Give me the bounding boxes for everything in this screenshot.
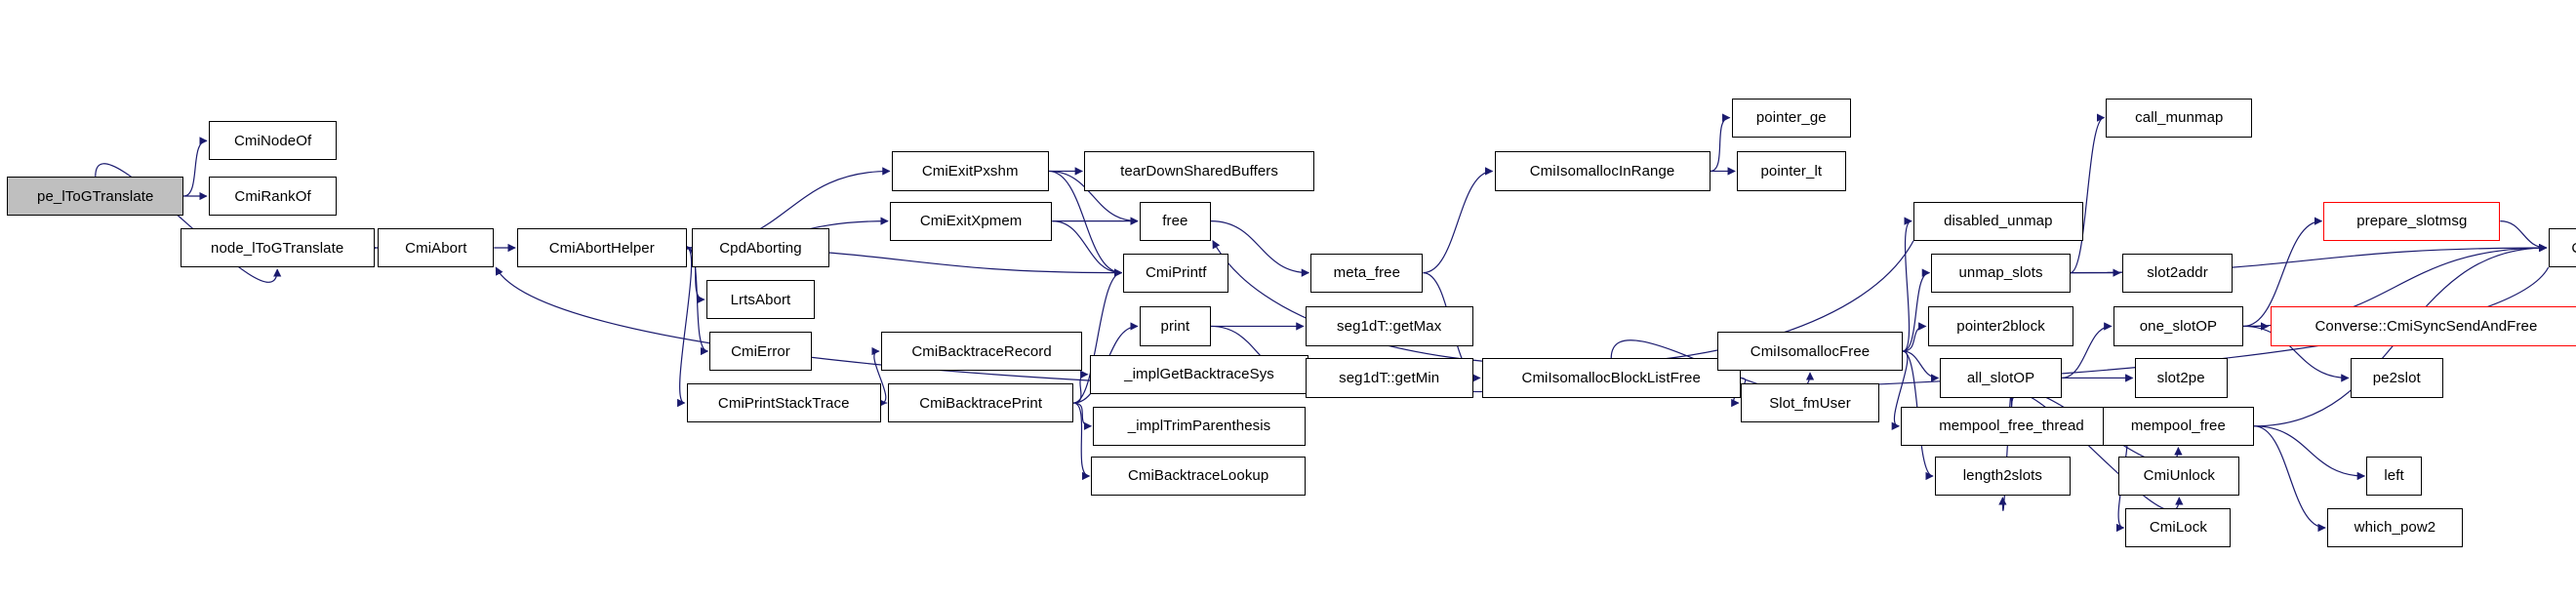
graph-edge <box>2254 425 2326 533</box>
graph-node-cmirankof[interactable]: CmiRankOf <box>208 176 338 217</box>
graph-node-disabled-unmap[interactable]: disabled_unmap <box>1913 201 2083 241</box>
graph-node-meta-free[interactable]: meta_free <box>1310 253 1424 293</box>
graph-node-prepare-slotmsg[interactable]: prepare_slotmsg <box>2323 201 2501 241</box>
graph-edge <box>1902 268 1931 352</box>
graph-node-pe-ltogtranslate[interactable]: pe_lToGTranslate <box>7 176 184 217</box>
graph-node-cmiunlock[interactable]: CmiUnlock <box>2118 456 2240 497</box>
graph-node-cmiisomallocfree[interactable]: CmiIsomallocFree <box>1716 331 1904 372</box>
graph-node-mempool-free[interactable]: mempool_free <box>2102 406 2255 446</box>
graph-node-cpdaborting[interactable]: CpdAborting <box>692 227 829 268</box>
graph-node-cmibacktracelookup[interactable]: CmiBacktraceLookup <box>1091 456 1306 497</box>
graph-edge <box>1710 113 1731 173</box>
graph-edge <box>1423 167 1494 274</box>
graph-node-slot2pe[interactable]: slot2pe <box>2134 358 2228 398</box>
graph-node-mempool-free-thread[interactable]: mempool_free_thread <box>1901 406 2122 446</box>
graph-node-length2slots[interactable]: length2slots <box>1934 456 2071 497</box>
graph-node-left[interactable]: left <box>2366 456 2422 497</box>
graph-node-cmiexitpxshm[interactable]: CmiExitPxshm <box>891 151 1049 191</box>
graph-edge <box>1052 220 1123 277</box>
graph-edge <box>183 137 208 197</box>
graph-node-cmierror[interactable]: CmiError <box>709 331 812 372</box>
graph-edge <box>1073 402 1091 481</box>
graph-node-all-slotop[interactable]: all_slotOP <box>1940 358 2062 398</box>
graph-node-slot-fmuser[interactable]: Slot_fmUser <box>1740 382 1880 423</box>
graph-node-cmiaborthelper[interactable]: CmiAbortHelper <box>517 227 687 268</box>
graph-node-cmilock[interactable]: CmiLock <box>2125 507 2232 548</box>
graph-node-pointer2block[interactable]: pointer2block <box>1927 306 2074 346</box>
graph-edge <box>1073 402 1093 430</box>
graph-node-cmiprintstacktrace[interactable]: CmiPrintStackTrace <box>686 382 881 423</box>
graph-node-cmibacktracerecord[interactable]: CmiBacktraceRecord <box>880 331 1083 372</box>
graph-node--impltrimparenthesis[interactable]: _implTrimParenthesis <box>1093 406 1306 446</box>
graph-node-slot2addr[interactable]: slot2addr <box>2121 253 2234 293</box>
graph-node-free[interactable]: free <box>1139 201 1211 241</box>
graph-edge <box>1073 370 1089 404</box>
graph-node-pointer-ge[interactable]: pointer_ge <box>1731 98 1852 138</box>
graph-node-cmiisomallocblocklistfree[interactable]: CmiIsomallocBlockListFree <box>1481 358 1741 398</box>
graph-node-lrtsabort[interactable]: LrtsAbort <box>705 279 816 320</box>
graph-node-unmap-slots[interactable]: unmap_slots <box>1931 253 2071 293</box>
graph-node-node-ltogtranslate[interactable]: node_lToGTranslate <box>180 227 375 268</box>
graph-node-converse-cmisyncsendandfree[interactable]: Converse::CmiSyncSendAndFree <box>2270 306 2576 346</box>
graph-node-cmibacktraceprint[interactable]: CmiBacktracePrint <box>888 382 1074 423</box>
graph-node-cminodeof[interactable]: CmiNodeOf <box>208 121 338 161</box>
graph-edge <box>2500 220 2548 253</box>
graph-edge <box>1902 350 1940 382</box>
graph-node-print[interactable]: print <box>1139 306 1211 346</box>
graph-node-cmiisomallocinrange[interactable]: CmiIsomallocInRange <box>1494 151 1711 191</box>
graph-edge <box>677 247 693 408</box>
graph-node-cmiabort[interactable]: CmiAbort <box>378 227 495 268</box>
graph-node-pointer-lt[interactable]: pointer_lt <box>1737 151 1846 191</box>
graph-edge <box>1902 322 1927 352</box>
graph-node-seg1dt-getmax[interactable]: seg1dT::getMax <box>1305 306 1473 346</box>
graph-node-teardownsharedbuffers[interactable]: tearDownSharedBuffers <box>1084 151 1314 191</box>
graph-node-seg1dt-getmin[interactable]: seg1dT::getMin <box>1305 358 1473 398</box>
graph-node--implgetbacktracesys[interactable]: _implGetBacktraceSys <box>1089 354 1309 394</box>
graph-node-cmimype[interactable]: CmiMyPe <box>2548 227 2576 268</box>
graph-node-one-slotop[interactable]: one_slotOP <box>2113 306 2244 346</box>
graph-node-cmiexitxpmem[interactable]: CmiExitXpmem <box>889 201 1053 241</box>
graph-node-cmiprintf[interactable]: CmiPrintf <box>1123 253 1229 293</box>
graph-edge <box>2070 113 2106 274</box>
graph-node-call-munmap[interactable]: call_munmap <box>2106 98 2253 138</box>
graph-edge <box>2254 425 2366 481</box>
graph-node-which-pow2[interactable]: which_pow2 <box>2327 507 2463 548</box>
graph-node-pe2slot[interactable]: pe2slot <box>2350 358 2443 398</box>
graph-edge <box>1902 217 1912 352</box>
